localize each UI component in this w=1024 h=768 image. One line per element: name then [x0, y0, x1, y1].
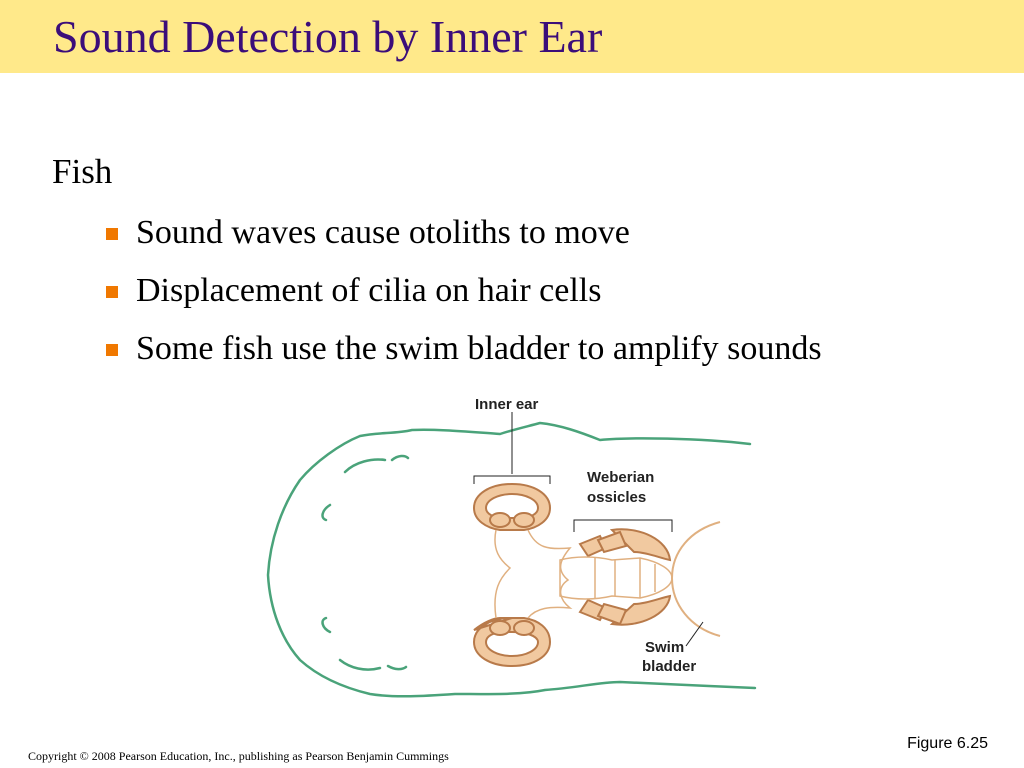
- label-leaders: [473, 412, 704, 647]
- bullet-list: Sound waves cause otoliths to move Displ…: [102, 212, 822, 386]
- bladder-label: bladder: [642, 658, 696, 675]
- ear-connection: [494, 529, 673, 619]
- swim-bladder: [670, 521, 721, 637]
- fish-outline: [266, 421, 757, 698]
- bullet-text: Some fish use the swim bladder to amplif…: [136, 330, 822, 367]
- square-bullet-icon: [106, 286, 118, 298]
- square-bullet-icon: [106, 228, 118, 240]
- bullet-item: Sound waves cause otoliths to move: [102, 212, 822, 270]
- inner-ear-label: Inner ear: [475, 396, 539, 413]
- weberian-label: Weberian: [587, 469, 654, 486]
- bullet-text: Sound waves cause otoliths to move: [136, 214, 630, 251]
- bullet-text: Displacement of cilia on hair cells: [136, 272, 602, 309]
- slide-title: Sound Detection by Inner Ear: [53, 11, 603, 62]
- ossicles-label: ossicles: [587, 489, 646, 506]
- square-bullet-icon: [106, 344, 118, 356]
- inner-ear-structures: [472, 482, 672, 668]
- bullet-item: Some fish use the swim bladder to amplif…: [102, 328, 822, 386]
- copyright-footer: Copyright © 2008 Pearson Education, Inc.…: [28, 749, 449, 763]
- section-heading: Fish: [52, 152, 113, 191]
- swim-label: Swim: [645, 639, 684, 656]
- bullet-item: Displacement of cilia on hair cells: [102, 270, 822, 328]
- figure-caption: Figure 6.25: [907, 735, 988, 752]
- title-band: [0, 0, 1024, 73]
